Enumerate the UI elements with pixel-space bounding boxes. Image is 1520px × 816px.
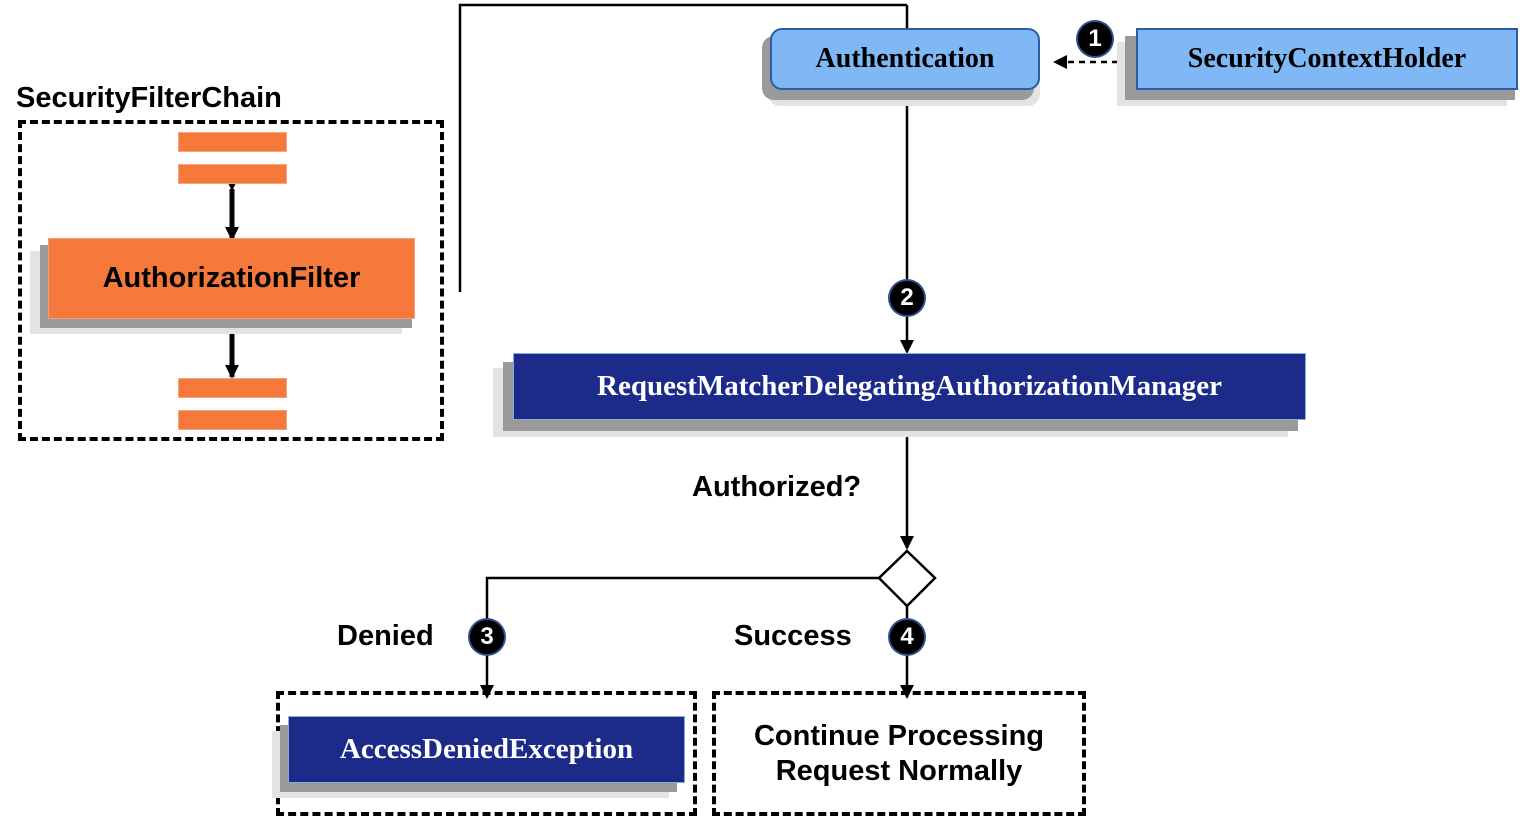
filter-bar-top-1 xyxy=(178,132,287,152)
security-filter-chain-title: SecurityFilterChain xyxy=(16,82,282,114)
authentication-node[interactable]: Authentication xyxy=(770,28,1040,90)
authorization-filter-label: AuthorizationFilter xyxy=(102,262,361,294)
step-badge-2: 2 xyxy=(890,281,924,315)
authorized-question-label: Authorized? xyxy=(692,471,862,503)
step-badge-1: 1 xyxy=(1078,22,1112,56)
security-filter-chain-group xyxy=(18,120,444,441)
denied-label: Denied xyxy=(337,620,434,652)
filter-bar-top-2 xyxy=(178,164,287,184)
filter-bar-bottom-1 xyxy=(178,378,287,398)
authorization-manager-label: RequestMatcherDelegatingAuthorizationMan… xyxy=(597,370,1222,402)
step-badge-3: 3 xyxy=(470,620,504,654)
success-label: Success xyxy=(734,620,852,652)
authorization-manager-node[interactable]: RequestMatcherDelegatingAuthorizationMan… xyxy=(513,353,1306,420)
access-denied-exception-node[interactable]: AccessDeniedException xyxy=(288,716,685,783)
access-denied-exception-label: AccessDeniedException xyxy=(339,733,634,765)
continue-processing-node[interactable]: Continue Processing Request Normally xyxy=(712,691,1086,816)
continue-processing-label-line2: Request Normally xyxy=(775,754,1023,787)
continue-processing-label-line1: Continue Processing xyxy=(753,720,1045,753)
filter-bar-bottom-2 xyxy=(178,410,287,430)
authorization-filter-node[interactable]: AuthorizationFilter xyxy=(48,238,415,319)
authentication-label: Authentication xyxy=(815,43,995,74)
step-badge-4: 4 xyxy=(890,620,924,654)
security-context-holder-label: SecurityContextHolder xyxy=(1187,43,1467,74)
security-context-holder-node[interactable]: SecurityContextHolder xyxy=(1136,28,1518,90)
